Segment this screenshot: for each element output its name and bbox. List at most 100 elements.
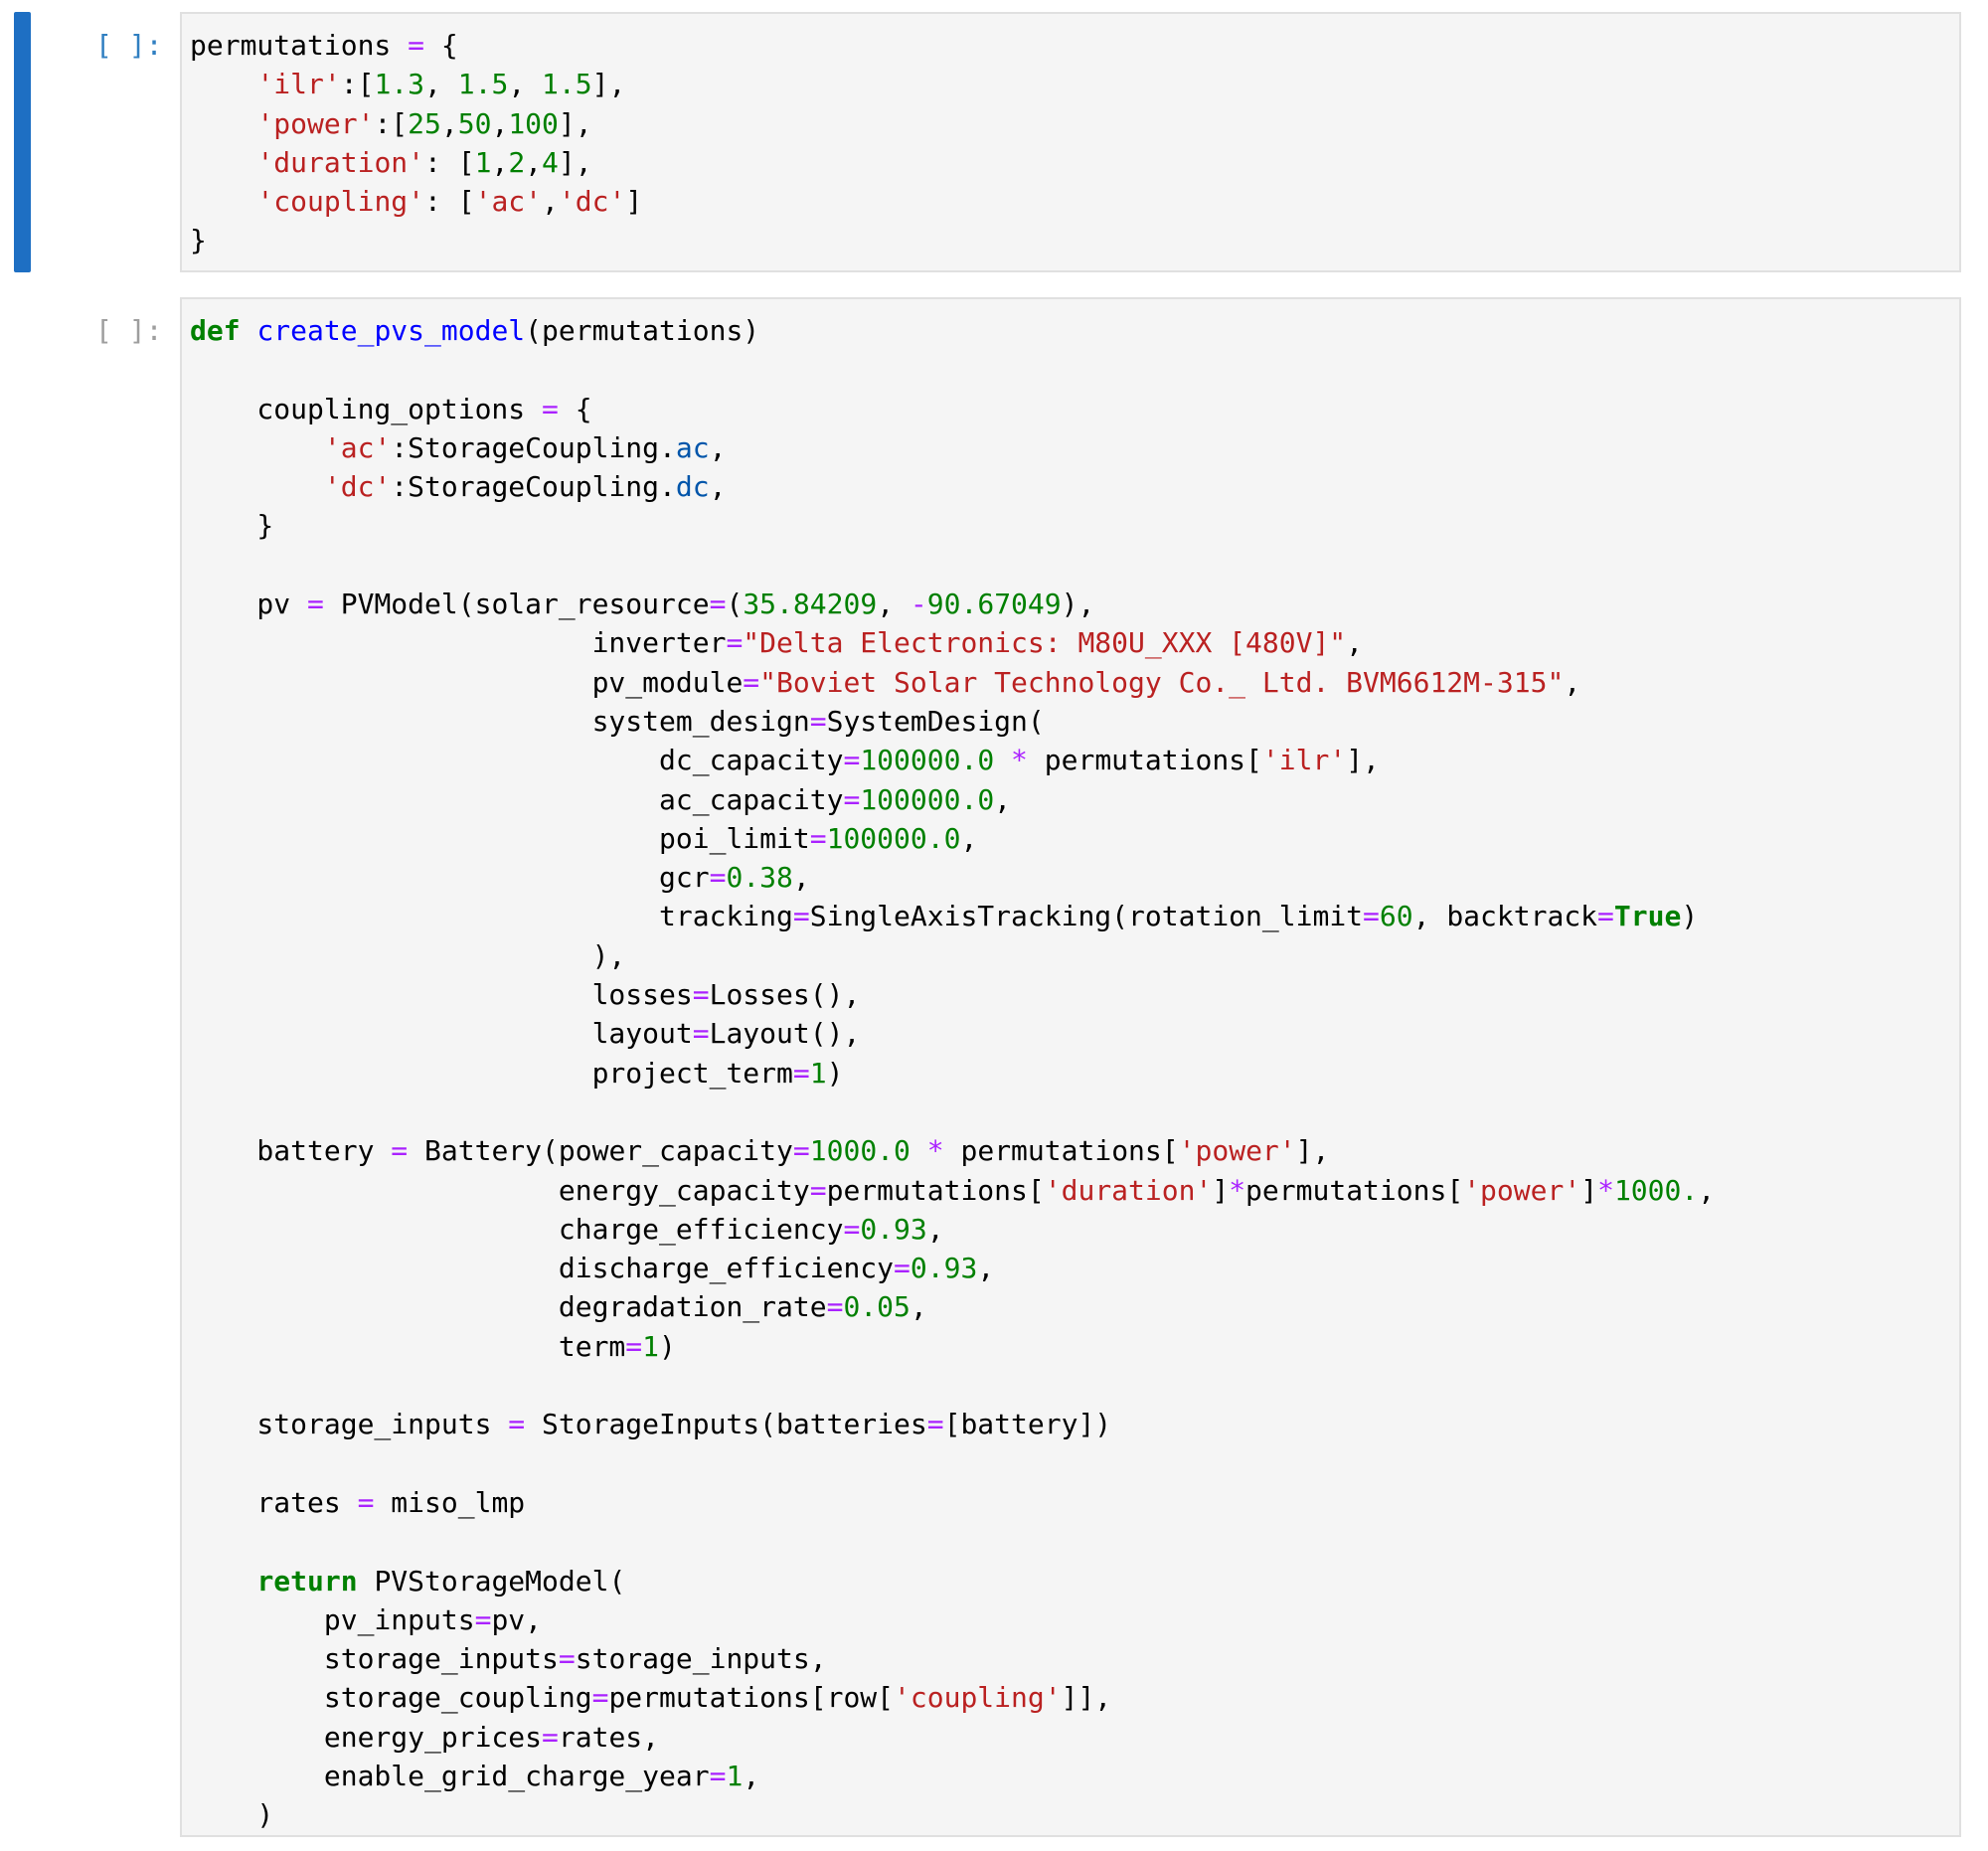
- code-token-txt: : [: [424, 145, 475, 179]
- code-token-txt: ,: [508, 68, 543, 101]
- code-token-op: =: [307, 588, 324, 621]
- code-token-num: 60: [1379, 900, 1413, 933]
- code-token-txt: storage_inputs: [190, 1642, 559, 1676]
- code-line: energy_prices=rates,: [190, 1718, 1951, 1757]
- code-token-txt: Losses(),: [709, 978, 861, 1012]
- code-line: storage_inputs=storage_inputs,: [190, 1639, 1951, 1678]
- code-token-txt: ,: [743, 1759, 760, 1792]
- code-token-txt: permutations[: [826, 1173, 1045, 1207]
- code-token-txt: dc_capacity: [190, 744, 844, 777]
- code-token-op: =: [474, 1602, 492, 1636]
- code-token-txt: SystemDesign(: [826, 704, 1045, 738]
- code-token-txt: ): [1681, 900, 1699, 933]
- code-token-txt: ]: [1212, 1173, 1230, 1207]
- code-token-num: 1.5: [457, 68, 509, 101]
- code-line: battery = Battery(power_capacity=1000.0 …: [190, 1131, 1951, 1170]
- code-token-str: 'ac': [474, 185, 543, 219]
- code-token-op: =: [542, 392, 559, 425]
- code-token-txt: storage_coupling: [190, 1681, 592, 1715]
- code-line: project_term=1): [190, 1054, 1951, 1093]
- code-token-txt: [190, 107, 256, 140]
- code-token-txt: ]],: [1061, 1681, 1112, 1715]
- code-text[interactable]: def create_pvs_model(permutations) coupl…: [182, 299, 1959, 1847]
- code-token-txt: storage_inputs,: [575, 1642, 827, 1676]
- code-token-txt: ,: [994, 782, 1012, 816]
- code-token-num: 100000.0: [826, 821, 961, 855]
- code-token-txt: ac_capacity: [190, 782, 844, 816]
- code-token-num: 1: [809, 1056, 827, 1090]
- cell-active-indicator: [14, 12, 31, 272]
- code-token-attr: ac: [675, 430, 710, 464]
- code-token-op: =: [591, 1681, 609, 1715]
- code-token-txt: ]: [1580, 1173, 1598, 1207]
- code-line: permutations = {: [190, 26, 1951, 65]
- code-token-txt: ): [826, 1056, 844, 1090]
- code-line: }: [190, 506, 1951, 545]
- code-token-op: =: [809, 704, 827, 738]
- code-line: rates = miso_lmp: [190, 1483, 1951, 1522]
- code-token-num: 1000.: [1613, 1173, 1699, 1207]
- code-token-kw: def: [190, 314, 241, 347]
- code-token-txt: ,: [440, 106, 458, 140]
- code-line: [190, 1093, 1951, 1131]
- code-token-txt: coupling_options: [190, 392, 543, 425]
- code-token-txt: {: [424, 29, 458, 62]
- code-token-txt: ,: [960, 821, 978, 855]
- code-token-op: =: [692, 1017, 710, 1051]
- code-line: losses=Losses(),: [190, 975, 1951, 1014]
- code-token-txt: PVModel(solar_resource: [323, 588, 710, 621]
- code-line: layout=Layout(),: [190, 1014, 1951, 1053]
- code-token-txt: losses: [190, 978, 693, 1012]
- code-token-txt: ,: [542, 185, 559, 219]
- code-text[interactable]: permutations = { 'ilr':[1.3, 1.5, 1.5], …: [182, 14, 1959, 272]
- code-line: 'dc':StorageCoupling.dc,: [190, 467, 1951, 506]
- code-token-bool: True: [1613, 900, 1682, 933]
- code-token-txt: SingleAxisTracking(rotation_limit: [809, 900, 1364, 933]
- cell-editor[interactable]: permutations = { 'ilr':[1.3, 1.5, 1.5], …: [180, 12, 1961, 272]
- code-token-txt: [190, 470, 324, 503]
- code-token-txt: ,: [977, 1252, 995, 1285]
- code-token-num: 100000.0: [860, 744, 995, 777]
- code-token-num: 0.93: [910, 1252, 978, 1285]
- code-token-txt: [241, 314, 257, 347]
- code-token-op: *: [926, 1134, 944, 1168]
- code-token-txt: gcr: [190, 861, 710, 895]
- code-token-txt: StorageInputs(batteries: [525, 1408, 927, 1441]
- code-line: [190, 1522, 1951, 1561]
- code-token-num: 50: [457, 106, 492, 140]
- code-token-op: =: [1597, 900, 1614, 933]
- code-token-op: =: [558, 1642, 576, 1676]
- code-token-txt: [190, 185, 256, 218]
- code-token-txt: rates,: [558, 1720, 660, 1754]
- code-token-txt: :StorageCoupling.: [391, 470, 676, 504]
- code-token-num: 25: [408, 106, 441, 140]
- cell-editor[interactable]: def create_pvs_model(permutations) coupl…: [180, 297, 1961, 1837]
- code-token-str: 'ilr': [1261, 744, 1347, 777]
- code-token-str: 'power': [256, 106, 375, 140]
- code-token-fn: create_pvs_model: [256, 314, 526, 347]
- code-token-num: 1.3: [374, 68, 425, 101]
- code-token-txt: inverter: [190, 626, 727, 660]
- code-line: inverter="Delta Electronics: M80U_XXX [4…: [190, 623, 1951, 662]
- code-token-kw: return: [256, 1564, 358, 1598]
- code-token-txt: [190, 1565, 256, 1598]
- code-token-txt: ,: [709, 470, 727, 504]
- code-line: term=1): [190, 1327, 1951, 1366]
- code-line: ),: [190, 936, 1951, 975]
- code-token-txt: permutations[: [943, 1134, 1179, 1168]
- code-token-str: 'coupling': [256, 185, 425, 219]
- code-token-op: *: [1011, 744, 1028, 777]
- code-token-txt: ],: [591, 68, 626, 101]
- code-token-txt: }: [190, 509, 274, 543]
- code-token-num: 0.93: [860, 1212, 927, 1246]
- code-token-num: 100000.0: [860, 782, 995, 816]
- code-token-txt: :StorageCoupling.: [391, 430, 676, 464]
- code-token-txt: pv,: [491, 1602, 543, 1636]
- code-line: tracking=SingleAxisTracking(rotation_lim…: [190, 897, 1951, 935]
- code-token-txt: ,: [491, 106, 509, 140]
- code-token-num: 1000.0: [809, 1134, 911, 1168]
- code-line: [190, 1444, 1951, 1483]
- code-token-op: =: [625, 1329, 643, 1363]
- code-line: pv_module="Boviet Solar Technology Co._ …: [190, 663, 1951, 702]
- code-token-txt: (permutations): [525, 314, 760, 347]
